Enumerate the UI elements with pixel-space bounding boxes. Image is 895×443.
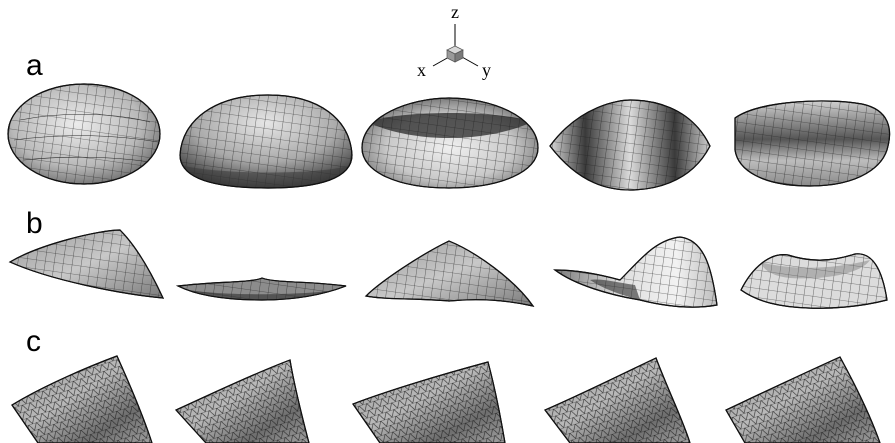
b-shape-5	[740, 253, 888, 309]
a-shape-4	[549, 99, 711, 191]
a-shape-2	[179, 94, 353, 189]
b-shape-2	[175, 277, 347, 301]
c-shape-2	[174, 359, 310, 443]
b-shape-4	[553, 236, 718, 308]
axis-label-x: x	[417, 60, 426, 80]
b-shape-3	[364, 240, 535, 307]
c-shape-1	[11, 355, 153, 443]
a-shape-5	[734, 100, 891, 187]
row-label-c: c	[26, 325, 41, 358]
row-label-a: a	[26, 49, 43, 82]
c-shape-4	[544, 357, 691, 443]
axis-triad: z x y	[417, 2, 491, 80]
a-shape-3	[361, 97, 539, 189]
a-shape-1	[7, 83, 161, 185]
c-shape-5	[725, 356, 881, 443]
axis-label-y: y	[482, 60, 491, 80]
c-shape-3	[352, 361, 506, 443]
row-label-b: b	[26, 207, 43, 240]
axis-cube	[446, 45, 464, 63]
axis-label-z: z	[451, 2, 459, 22]
